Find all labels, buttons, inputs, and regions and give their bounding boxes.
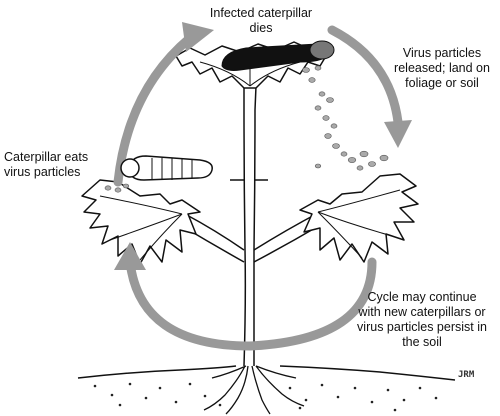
cycle-arrows: [113, 22, 412, 351]
caterpillar-segments: [151, 158, 193, 180]
arrow-top-left-head: [182, 22, 214, 52]
left-leaf-veins: [99, 195, 183, 261]
plant-roots: [203, 365, 305, 415]
eaten-virus-particles: [104, 183, 130, 193]
ground-line: [77, 365, 456, 381]
arrow-top-left: [113, 33, 195, 187]
label-caterpillar-eats-virus: Caterpillar eats virus particles: [4, 150, 89, 179]
label-virus-released: Virus particles released; land on foliag…: [394, 46, 490, 90]
arrow-top-right: [327, 25, 403, 127]
plant-stem: [243, 85, 257, 367]
right-leaf-veins: [317, 189, 401, 259]
infected-caterpillar-head: [309, 40, 335, 60]
artist-signature: JRM: [458, 370, 475, 380]
label-infected-caterpillar-dies: Infected caterpillar dies: [209, 6, 313, 35]
right-leaf: [299, 173, 419, 263]
caterpillar-head: [120, 158, 140, 178]
caterpillar-eating: [104, 155, 213, 193]
ground: [77, 365, 456, 412]
infected-caterpillar: [221, 40, 335, 71]
left-leaf: [81, 179, 201, 265]
arrow-bottom-head: [114, 242, 146, 270]
soil-dots: [93, 382, 438, 412]
caterpillar-body: [129, 155, 213, 181]
arrow-bottom: [125, 257, 377, 351]
arrow-top-right-head: [384, 120, 412, 148]
label-cycle-continues: Cycle may continue with new caterpillars…: [357, 290, 487, 349]
virus-particles-falling: [302, 65, 389, 171]
